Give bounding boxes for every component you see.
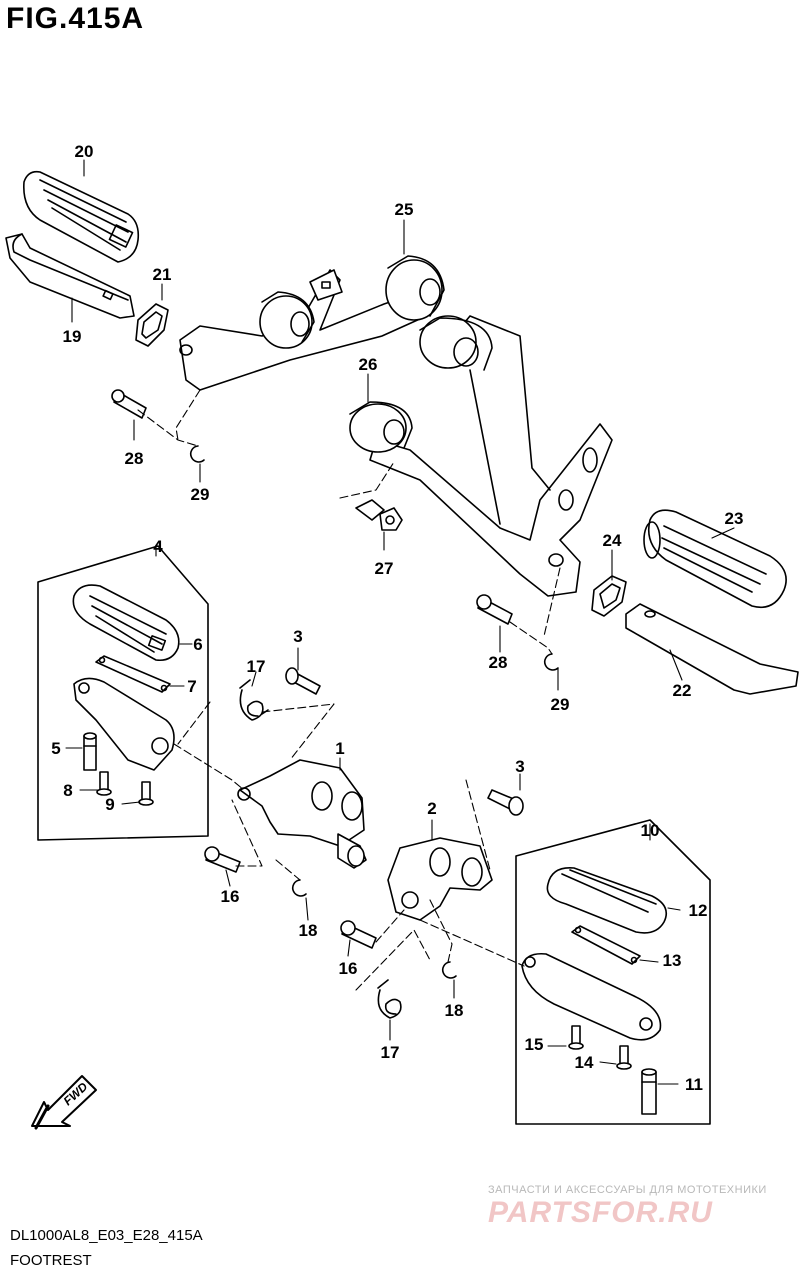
callout-17-lower: 17 xyxy=(381,1043,400,1062)
callout-3-upper: 3 xyxy=(293,627,302,646)
callout-23: 23 xyxy=(725,509,744,528)
callout-5: 5 xyxy=(51,739,60,758)
callout-18-upper: 18 xyxy=(299,921,318,940)
callout-7: 7 xyxy=(187,677,196,696)
callout-12: 12 xyxy=(689,901,708,920)
part-3-bolt-lower xyxy=(487,789,524,816)
callout-15: 15 xyxy=(525,1035,544,1054)
part-24-spacer xyxy=(591,575,627,617)
callout-29-lower: 29 xyxy=(551,695,570,714)
callout-20: 20 xyxy=(75,142,94,161)
assembly-box-4 xyxy=(37,545,209,841)
callout-29-upper: 29 xyxy=(191,485,210,504)
assembly-lines xyxy=(137,389,561,991)
figure-name: FOOTREST xyxy=(10,1252,92,1269)
part-29-clip-lower xyxy=(543,653,559,671)
part-25-rear-bracket-left xyxy=(179,255,445,391)
part-12-front-footrest-rubber xyxy=(546,867,668,934)
figure-title: FIG.415A xyxy=(6,2,145,35)
watermark-logo: PARTSFOR.RU xyxy=(488,1196,713,1229)
watermark-tagline: ЗАПЧАСТИ И АКСЕССУАРЫ ДЛЯ МОТОТЕХНИКИ xyxy=(488,1184,767,1196)
callout-24: 24 xyxy=(603,531,622,550)
part-17-spring-upper xyxy=(239,679,269,721)
part-2-front-bracket-right xyxy=(387,837,493,921)
callout-6: 6 xyxy=(193,635,202,654)
part-27-bolt xyxy=(355,499,403,531)
callout-14: 14 xyxy=(575,1053,594,1072)
assembly-box-10 xyxy=(515,819,711,1125)
part-10-footrest-base xyxy=(521,952,662,1041)
callout-21: 21 xyxy=(153,265,172,284)
part-16-pin-upper xyxy=(204,846,241,873)
part-19-rear-footrest-left xyxy=(5,233,135,319)
callout-19: 19 xyxy=(63,327,82,346)
figure-code: DL1000AL8_E03_E28_415A xyxy=(10,1227,203,1244)
part-29-clip-upper xyxy=(189,445,205,463)
part-5-stud xyxy=(83,732,97,771)
part-17-spring-lower xyxy=(377,979,402,1019)
callout-27: 27 xyxy=(375,559,394,578)
part-8-screw xyxy=(96,771,112,796)
part-9-screw xyxy=(138,781,154,806)
part-21-spacer xyxy=(135,303,169,347)
part-22-rear-footrest-right xyxy=(625,603,799,695)
part-11-stud xyxy=(641,1068,657,1115)
callout-16-upper: 16 xyxy=(221,887,240,906)
callout-11: 11 xyxy=(685,1075,703,1094)
part-18-clip-lower xyxy=(441,961,457,979)
part-4-footrest-base xyxy=(73,677,175,771)
part-16-pin-lower xyxy=(340,920,377,949)
part-6-front-footrest-rubber xyxy=(72,584,180,662)
part-18-clip-upper xyxy=(291,879,307,897)
callout-4: 4 xyxy=(153,537,163,556)
callout-22: 22 xyxy=(673,681,692,700)
part-20-rear-footrest-rubber xyxy=(23,170,140,263)
callout-18-lower: 18 xyxy=(445,1001,464,1020)
callout-1: 1 xyxy=(335,739,344,758)
callout-9: 9 xyxy=(105,795,114,814)
part-3-bolt-upper xyxy=(285,667,321,695)
callout-8: 8 xyxy=(63,781,72,800)
callout-3-lower: 3 xyxy=(515,757,524,776)
part-7-plate xyxy=(95,655,171,693)
callout-28-lower: 28 xyxy=(489,653,508,672)
callout-17-upper: 17 xyxy=(247,657,266,676)
part-13-plate xyxy=(571,925,641,965)
part-23-rear-footrest-rubber xyxy=(643,509,787,609)
part-14-screw xyxy=(616,1045,632,1070)
part-15-screw xyxy=(568,1025,584,1050)
fwd-arrow-badge xyxy=(31,1075,97,1130)
callout-13: 13 xyxy=(663,951,682,970)
callout-leaders xyxy=(65,159,735,1085)
part-28-pin-upper xyxy=(111,389,147,419)
callout-28-upper: 28 xyxy=(125,449,144,468)
callout-16-lower: 16 xyxy=(339,959,358,978)
callout-26: 26 xyxy=(359,355,378,374)
part-28-pin-lower xyxy=(476,594,513,625)
part-1-front-bracket xyxy=(237,759,367,869)
callout-25: 25 xyxy=(395,200,414,219)
callout-10: 10 xyxy=(641,821,660,840)
part-26-rear-bracket-right xyxy=(349,315,613,597)
callout-2: 2 xyxy=(427,799,436,818)
